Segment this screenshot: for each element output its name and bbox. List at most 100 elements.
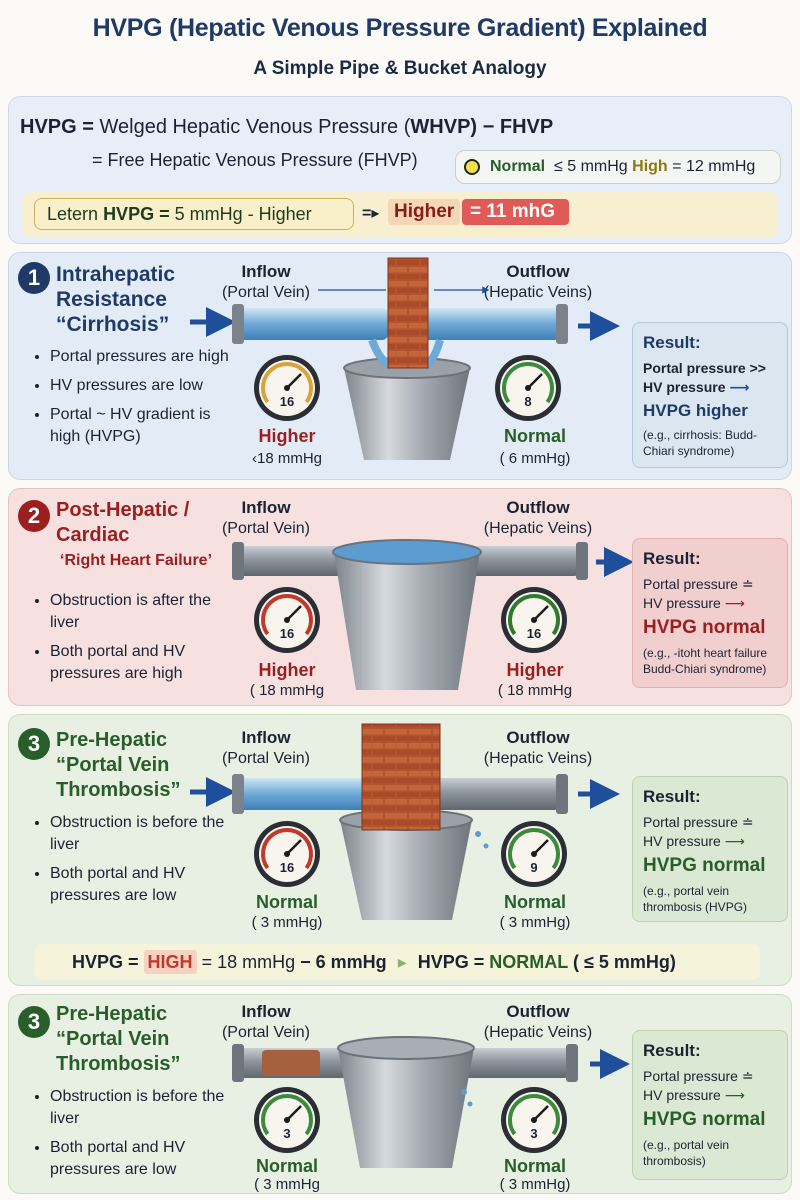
result-big: HVPG higher <box>643 401 748 420</box>
pressure-gauge-icon <box>495 355 561 421</box>
outflow-title: Outflow <box>506 728 570 747</box>
title-line: Post-Hepatic / <box>56 499 190 521</box>
compare-right-value: ( ≤ 5 mmHg) <box>572 952 676 972</box>
portal-vein-label: (Portal Vein) <box>221 520 311 537</box>
gauge-value: ( 3 mmHg) <box>499 1176 571 1193</box>
section-2-illustration <box>232 539 634 690</box>
pressure-gauge-icon <box>254 1087 320 1153</box>
page-subtitle: A Simple Pipe & Bucket Analogy <box>253 58 547 79</box>
inflow-pipe <box>238 308 388 340</box>
formula-rhs-abbr: WHVP <box>410 116 471 138</box>
list-item: Both portal and HV pressures are low <box>50 863 240 907</box>
gauge-value: ( 6 mmHg) <box>499 450 571 467</box>
result-line: Portal pressure >> <box>643 360 766 376</box>
section-number: 2 <box>18 500 50 532</box>
inflow-label: Inflow (Portal Vein) <box>196 728 336 769</box>
normal-range-pill: Normal ≤ 5 mmHg High = 12 mmHg <box>455 150 781 184</box>
list-item: Both portal and HV pressures are high <box>50 641 240 685</box>
result-note: (e.g., -itoht heart failure Budd-Chiari … <box>643 646 768 676</box>
title-line: Thrombosis” <box>56 1053 181 1075</box>
outflow-label: Outflow (Hepatic Veins) <box>468 262 608 303</box>
gauge-status: Higher <box>506 660 564 680</box>
title-line: “Cirrhosis” <box>56 313 170 336</box>
gauge-value: ‹18 mmHg <box>251 450 322 467</box>
list-item: Obstruction is before the liver <box>50 812 240 856</box>
section-title: Intrahepatic Resistance “Cirrhosis” <box>56 262 175 337</box>
section-number: 1 <box>18 262 50 294</box>
outflow-label: Outflow(Hepatic Veins) <box>468 1002 608 1043</box>
section-number: 3 <box>18 1006 50 1038</box>
arrow-right-icon: =▸ <box>362 205 380 222</box>
high-label: High <box>632 158 668 175</box>
comparison-strip: HVPG = HIGH = 18 mmHg − 6 mmHg ▸ HVPG = … <box>34 944 760 980</box>
title-line: “Portal Vein <box>56 1028 170 1050</box>
gauge-reading: 16 <box>279 626 295 641</box>
pressure-gauge-icon <box>501 1087 567 1153</box>
result-line: HV pressure <box>643 833 721 849</box>
compare-left-label: HVPG = <box>72 952 139 972</box>
title-line: Thrombosis” <box>56 779 181 801</box>
higher-label: Higher <box>388 199 461 225</box>
title-line: Pre-Hepatic <box>56 729 168 751</box>
title-line: Pre-Hepatic <box>56 1003 168 1025</box>
bucket <box>338 1048 474 1168</box>
page-title: HVPG (Hepatic Venous Pressure Gradient) … <box>92 14 708 42</box>
hepatic-veins-label: (Hepatic Veins) <box>483 750 593 767</box>
inflow-title: Inflow <box>241 1002 291 1021</box>
list-item: Obstruction is after the liver <box>50 590 240 634</box>
gauge-value: ( 3 mmHg <box>254 1176 320 1193</box>
gauge-value: ( 18 mmHg <box>497 682 573 699</box>
pressure-gauge-icon <box>254 821 320 887</box>
result-note: (e.g., portal vein thrombosis) <box>643 1138 730 1168</box>
result-box: Result: Portal pressure ≐ HV pressure ⟶ … <box>632 1030 788 1180</box>
arrow-right-icon: ⟶ <box>729 379 750 395</box>
high-value: = 12 mmHg <box>672 158 756 175</box>
list-item: Portal ~ HV gradient is high (HVPG) <box>50 404 240 448</box>
gauge-reading: 3 <box>530 1126 538 1141</box>
inflow-title: Inflow <box>241 728 291 747</box>
result-title: Result: <box>643 1041 701 1060</box>
title-line: Resistance <box>56 288 167 311</box>
compare-left-eq: = 18 mmHg <box>201 952 296 972</box>
normal-label: Normal <box>490 158 546 175</box>
result-line: Portal pressure ≐ <box>643 814 754 830</box>
formula-rhs-prefix: Welged Hepatic Venous Pressure ( <box>99 116 411 138</box>
result-line: HV pressure <box>643 379 726 395</box>
result-title: Result: <box>643 333 701 352</box>
result-note: (e.g., cirrhosis: Budd-Chiari syndrome) <box>643 428 758 458</box>
gauge-reading: 16 <box>526 626 542 641</box>
result-big: HVPG normal <box>643 617 766 638</box>
formula-line-1: HVPG = Welged Hepatic Venous Pressure (W… <box>20 116 553 139</box>
section-number: 3 <box>18 728 50 760</box>
result-line: HV pressure <box>643 595 721 611</box>
section-1-illustration <box>190 257 620 460</box>
portal-vein-label: (Portal Vein) <box>221 750 311 767</box>
outflow-title: Outflow <box>506 498 570 517</box>
title-line: “Portal Vein <box>56 754 170 776</box>
letern-hvpg: HVPG = <box>103 204 170 224</box>
pressure-gauge-icon <box>254 355 320 421</box>
portal-vein-label: (Portal Vein) <box>221 1024 311 1041</box>
brick-wall-icon <box>387 257 429 369</box>
inflow-label: Inflow(Portal Vein) <box>196 262 336 303</box>
inflow-label: Inflow (Portal Vein) <box>196 498 336 539</box>
bullet-list: Obstruction is before the liver Both por… <box>32 812 240 914</box>
compare-right-label: HVPG = <box>417 952 485 972</box>
gauge-status: Normal <box>255 892 318 912</box>
result-line: Portal pressure ≐ <box>643 1068 754 1084</box>
section-4-illustration <box>232 1036 630 1168</box>
bullet-list: Portal pressures are high HV pressures a… <box>32 346 240 455</box>
gauge-status: Normal <box>503 426 566 446</box>
outflow-title: Outflow <box>506 262 570 281</box>
outflow-label: Outflow(Hepatic Veins) <box>468 498 608 539</box>
inflow-pipe <box>238 778 388 810</box>
gauge-status: Normal <box>503 892 566 912</box>
formula-lhs: HVPG = <box>20 116 94 138</box>
compare-left-value: 6 mmHg <box>315 952 387 972</box>
hepatic-veins-label: (Hepatic Veins) <box>483 1024 593 1041</box>
hepatic-veins-label: (Hepatic Veins) <box>483 284 593 301</box>
normal-value: ≤ 5 mmHg <box>554 158 628 175</box>
gauge-reading: 8 <box>524 394 532 409</box>
inflow-title: Inflow <box>241 498 291 517</box>
arrow-right-icon: ⟶ <box>724 1087 745 1103</box>
